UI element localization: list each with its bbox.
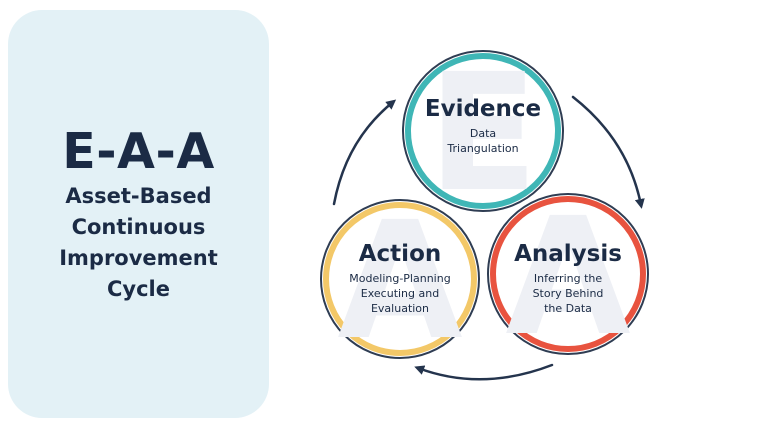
analysis-label: Analysis Inferring the Story Behind the … <box>498 240 638 316</box>
main-title: E-A-A <box>62 123 215 180</box>
subtitle-line-4: Cycle <box>107 277 170 301</box>
subtitle-line-1: Asset-Based <box>65 184 212 208</box>
analysis-desc-line-1: Inferring the <box>533 272 603 285</box>
evidence-watermark: E <box>428 40 539 228</box>
subtitle-line-3: Improvement <box>59 246 218 270</box>
evidence-heading: Evidence <box>424 96 542 122</box>
analysis-heading: Analysis <box>514 241 622 267</box>
analysis-desc-line-2: Story Behind <box>532 287 604 300</box>
title-panel <box>8 10 269 418</box>
analysis-desc-line-3: the Data <box>544 302 592 315</box>
evidence-label: Evidence Data Triangulation <box>418 95 548 156</box>
arrow-action-to-evidence <box>332 99 397 206</box>
action-desc-line-2: Executing and <box>360 287 440 300</box>
analysis-circle: A <box>487 184 649 372</box>
action-heading: Action <box>358 241 442 267</box>
action-desc-line-1: Modeling-Planning <box>349 272 451 285</box>
title-block: E-A-A Asset-Based Continuous Improvement… <box>8 124 269 305</box>
evidence-circle: E <box>402 40 564 228</box>
evidence-desc-line-1: Data <box>469 127 497 140</box>
action-watermark: A <box>337 188 462 376</box>
subtitle: Asset-Based Continuous Improvement Cycle <box>8 181 269 305</box>
action-circle: A <box>320 188 480 376</box>
action-desc-line-3: Evaluation <box>370 302 430 315</box>
arrow-analysis-to-action <box>414 363 554 381</box>
arrow-evidence-to-analysis <box>571 95 645 209</box>
action-label: Action Modeling-Planning Executing and E… <box>325 240 475 316</box>
subtitle-line-2: Continuous <box>71 215 206 239</box>
evidence-desc-line-2: Triangulation <box>447 142 519 155</box>
analysis-watermark: A <box>505 184 630 372</box>
